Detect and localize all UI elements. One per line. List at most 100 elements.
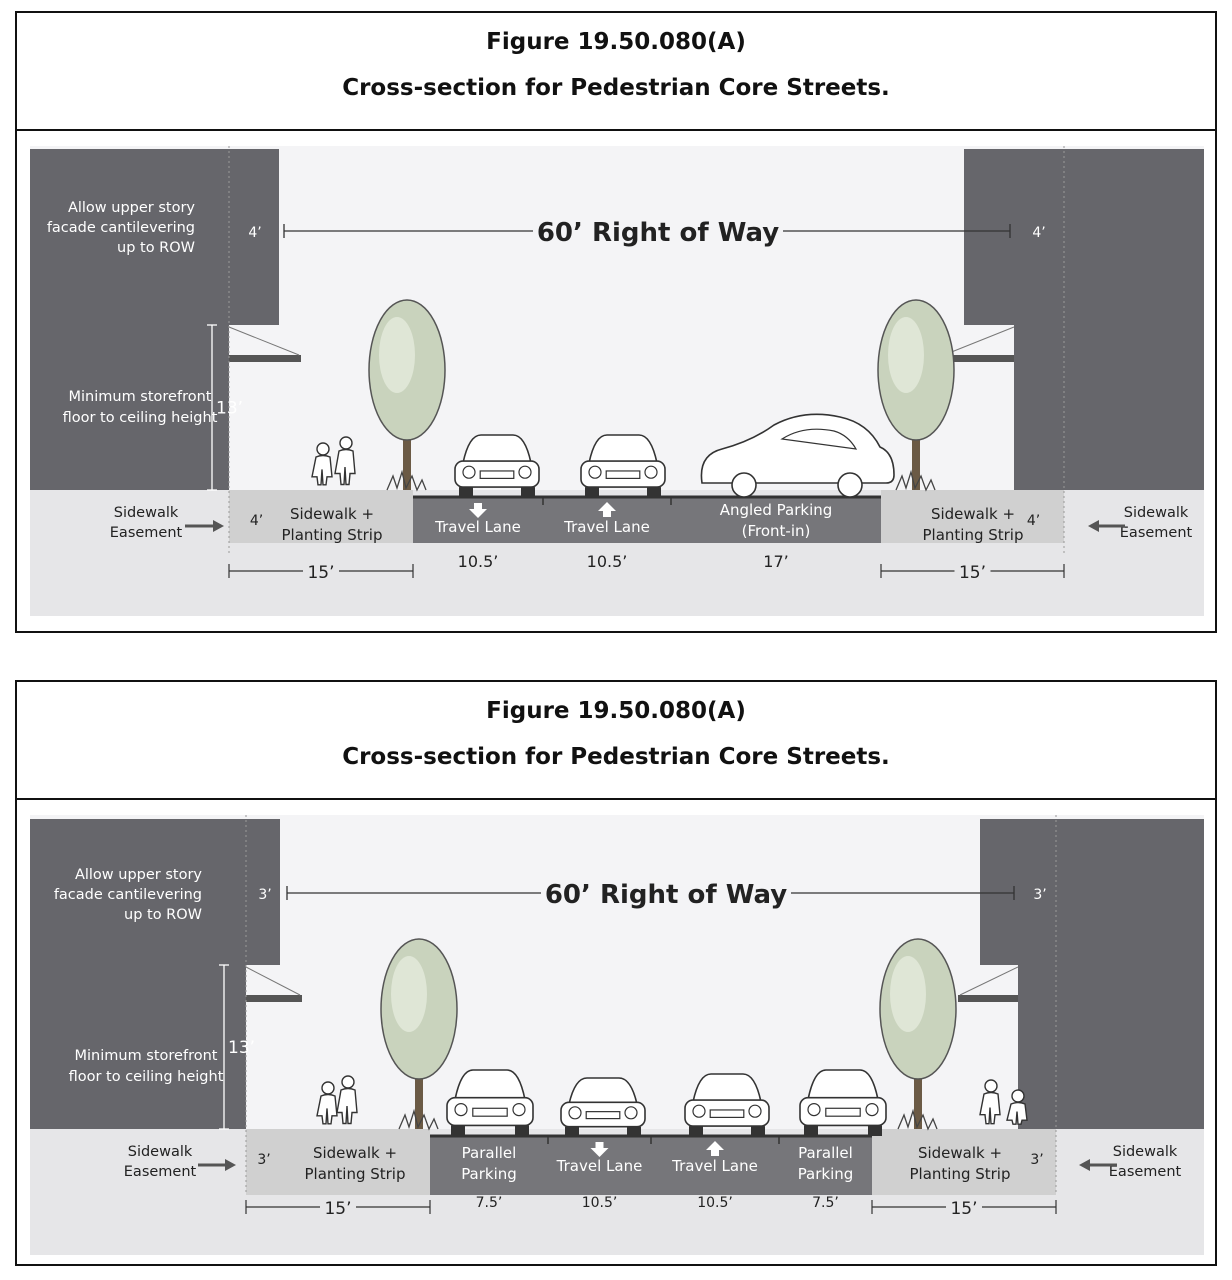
car-headlight xyxy=(865,1103,879,1117)
figure-caption: Cross-section for Pedestrian Core Street… xyxy=(342,75,890,101)
cantilever-depth-right: 4’ xyxy=(1032,225,1045,241)
easement-label-right: Easement xyxy=(1109,1164,1182,1180)
car-headlight xyxy=(454,1103,468,1117)
figure-1: Figure 19.50.080(A) Cross-section for Pe… xyxy=(15,11,1217,633)
car-wheel xyxy=(521,487,535,497)
sidewalk-easement-left xyxy=(246,1129,282,1195)
pedestrian-head xyxy=(984,1079,998,1093)
car-wheel xyxy=(565,1126,579,1136)
car-headlight xyxy=(512,1103,526,1117)
storefront-note: floor to ceiling height xyxy=(69,1069,224,1085)
pedestrian-body xyxy=(336,1087,358,1125)
lane-width: 10.5’ xyxy=(582,1195,618,1211)
lane-label: Angled Parking xyxy=(720,501,833,519)
easement-label-left: Easement xyxy=(124,1164,197,1180)
tree-canopy-highlight xyxy=(391,956,427,1032)
pedestrian-body xyxy=(979,1091,1001,1125)
car-plate xyxy=(479,470,515,479)
awning-left xyxy=(229,355,301,362)
car-front-view xyxy=(684,1073,770,1136)
storefront-note: Minimum storefront xyxy=(75,1048,218,1064)
pedestrian-body xyxy=(311,454,333,486)
cantilever-note: up to ROW xyxy=(124,907,202,923)
easement-label-left: Sidewalk xyxy=(128,1144,193,1160)
car-wheel xyxy=(804,1125,818,1136)
pedestrian-head xyxy=(339,436,353,450)
grass-tuft xyxy=(398,1108,439,1131)
cantilever-depth-left: 3’ xyxy=(258,887,271,903)
arrow-right-icon xyxy=(213,520,224,532)
figure-header: Figure 19.50.080(A) Cross-section for Pe… xyxy=(17,682,1215,800)
tree-canopy-highlight xyxy=(379,317,415,393)
car-roof xyxy=(567,1077,639,1105)
arrow-left-icon xyxy=(1079,1159,1090,1171)
sidewalk-easement-right xyxy=(1018,1129,1056,1195)
building-right xyxy=(1014,149,1204,490)
easement-width-right: 3’ xyxy=(1030,1152,1043,1168)
street-tree xyxy=(368,299,446,492)
car-headlight xyxy=(807,1103,821,1117)
roadway xyxy=(430,1136,872,1195)
sidewalk-planting-strip-left xyxy=(298,490,413,543)
arrow-up-icon xyxy=(598,502,616,517)
car-wheel xyxy=(459,487,473,497)
cantilever-note: Allow upper story xyxy=(68,200,195,216)
easement-label-left: Sidewalk xyxy=(114,505,179,521)
car-headlight xyxy=(748,1104,762,1118)
sidewalk-label-left: Sidewalk + xyxy=(313,1144,397,1162)
sidewalk-width-right: 15’ xyxy=(950,1199,977,1219)
lane-width: 7.5’ xyxy=(476,1195,503,1211)
lane-label: Travel Lane xyxy=(434,518,521,536)
car-headlight xyxy=(692,1104,706,1118)
car-wheel xyxy=(515,1125,529,1136)
car-roof xyxy=(692,1073,762,1103)
easement-label-right: Easement xyxy=(1120,525,1193,541)
building-right-upper-story xyxy=(980,819,1018,965)
car-body xyxy=(700,413,895,484)
cantilever-depth-left: 4’ xyxy=(248,225,261,241)
car-side-view xyxy=(700,413,895,498)
street-tree xyxy=(879,938,957,1131)
building-right xyxy=(1018,819,1204,1129)
pedestrian xyxy=(334,436,356,486)
right-of-way-label: 60’ Right of Way xyxy=(545,880,787,910)
building-left xyxy=(30,149,229,490)
awning-support xyxy=(228,326,300,356)
easement-width-left: 3’ xyxy=(257,1152,270,1168)
figure-number: Figure 19.50.080(A) xyxy=(486,29,746,55)
building-left xyxy=(30,819,246,1129)
car-headlight xyxy=(644,465,658,479)
car-wheel xyxy=(585,487,599,497)
easement-label-left: Easement xyxy=(110,525,183,541)
pedestrian-body xyxy=(316,1093,338,1125)
awning-right xyxy=(942,355,1014,362)
car-front-view xyxy=(446,1069,534,1136)
lane-label: Travel Lane xyxy=(556,1157,643,1175)
lane-width: 10.5’ xyxy=(697,1195,733,1211)
sidewalk-label-right: Planting Strip xyxy=(922,526,1023,544)
building-left-upper-story xyxy=(229,149,279,325)
lane-label: Parallel xyxy=(798,1144,853,1162)
pedestrian xyxy=(311,442,333,486)
car-headlight xyxy=(588,465,602,479)
sidewalk-label-left: Planting Strip xyxy=(281,526,382,544)
arrow-left-icon xyxy=(1088,520,1099,532)
car-plate xyxy=(472,1107,508,1117)
car-front-view xyxy=(454,434,540,497)
figure-number: Figure 19.50.080(A) xyxy=(486,698,746,724)
storefront-height-label: 13’ xyxy=(216,399,243,419)
sidewalk-planting-strip-left xyxy=(282,1129,430,1195)
sidewalk-width-left: 15’ xyxy=(307,563,334,583)
easement-label-right: Sidewalk xyxy=(1113,1144,1178,1160)
pedestrian xyxy=(1006,1089,1028,1125)
car-front-view xyxy=(560,1077,646,1136)
car-wheel xyxy=(627,1126,641,1136)
building-left-upper-story xyxy=(246,819,280,965)
building-right-upper-story xyxy=(964,149,1014,325)
roadway xyxy=(413,497,881,543)
awning-right xyxy=(958,995,1018,1002)
tree-trunk xyxy=(403,395,411,490)
storefront-note: Minimum storefront xyxy=(69,389,212,405)
lane-width: 10.5’ xyxy=(458,552,499,571)
